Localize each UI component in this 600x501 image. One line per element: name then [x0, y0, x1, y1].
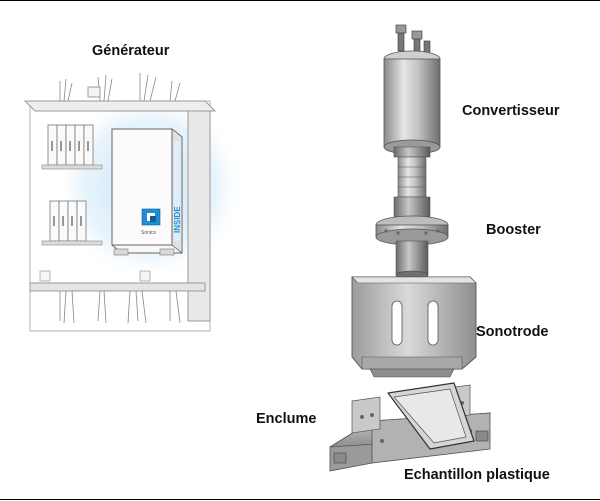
generator-side-text: INSIDE	[173, 206, 182, 233]
plastic-sample	[387, 382, 475, 450]
booster	[375, 196, 449, 280]
label-sonotrode: Sonotrode	[476, 324, 549, 340]
label-booster: Booster	[486, 222, 541, 238]
sonotrode	[351, 276, 477, 378]
label-generateur: Générateur	[92, 43, 170, 59]
generator-cabinet	[23, 73, 245, 332]
label-convertisseur: Convertisseur	[462, 103, 560, 119]
converter	[383, 50, 441, 198]
label-echantillon-plastique: Echantillon plastique	[404, 467, 550, 483]
label-enclume: Enclume	[256, 411, 317, 427]
generator-unit	[111, 128, 183, 256]
ultrasonic-stack	[329, 24, 492, 472]
generator-brand-text: Sonics	[141, 230, 157, 236]
